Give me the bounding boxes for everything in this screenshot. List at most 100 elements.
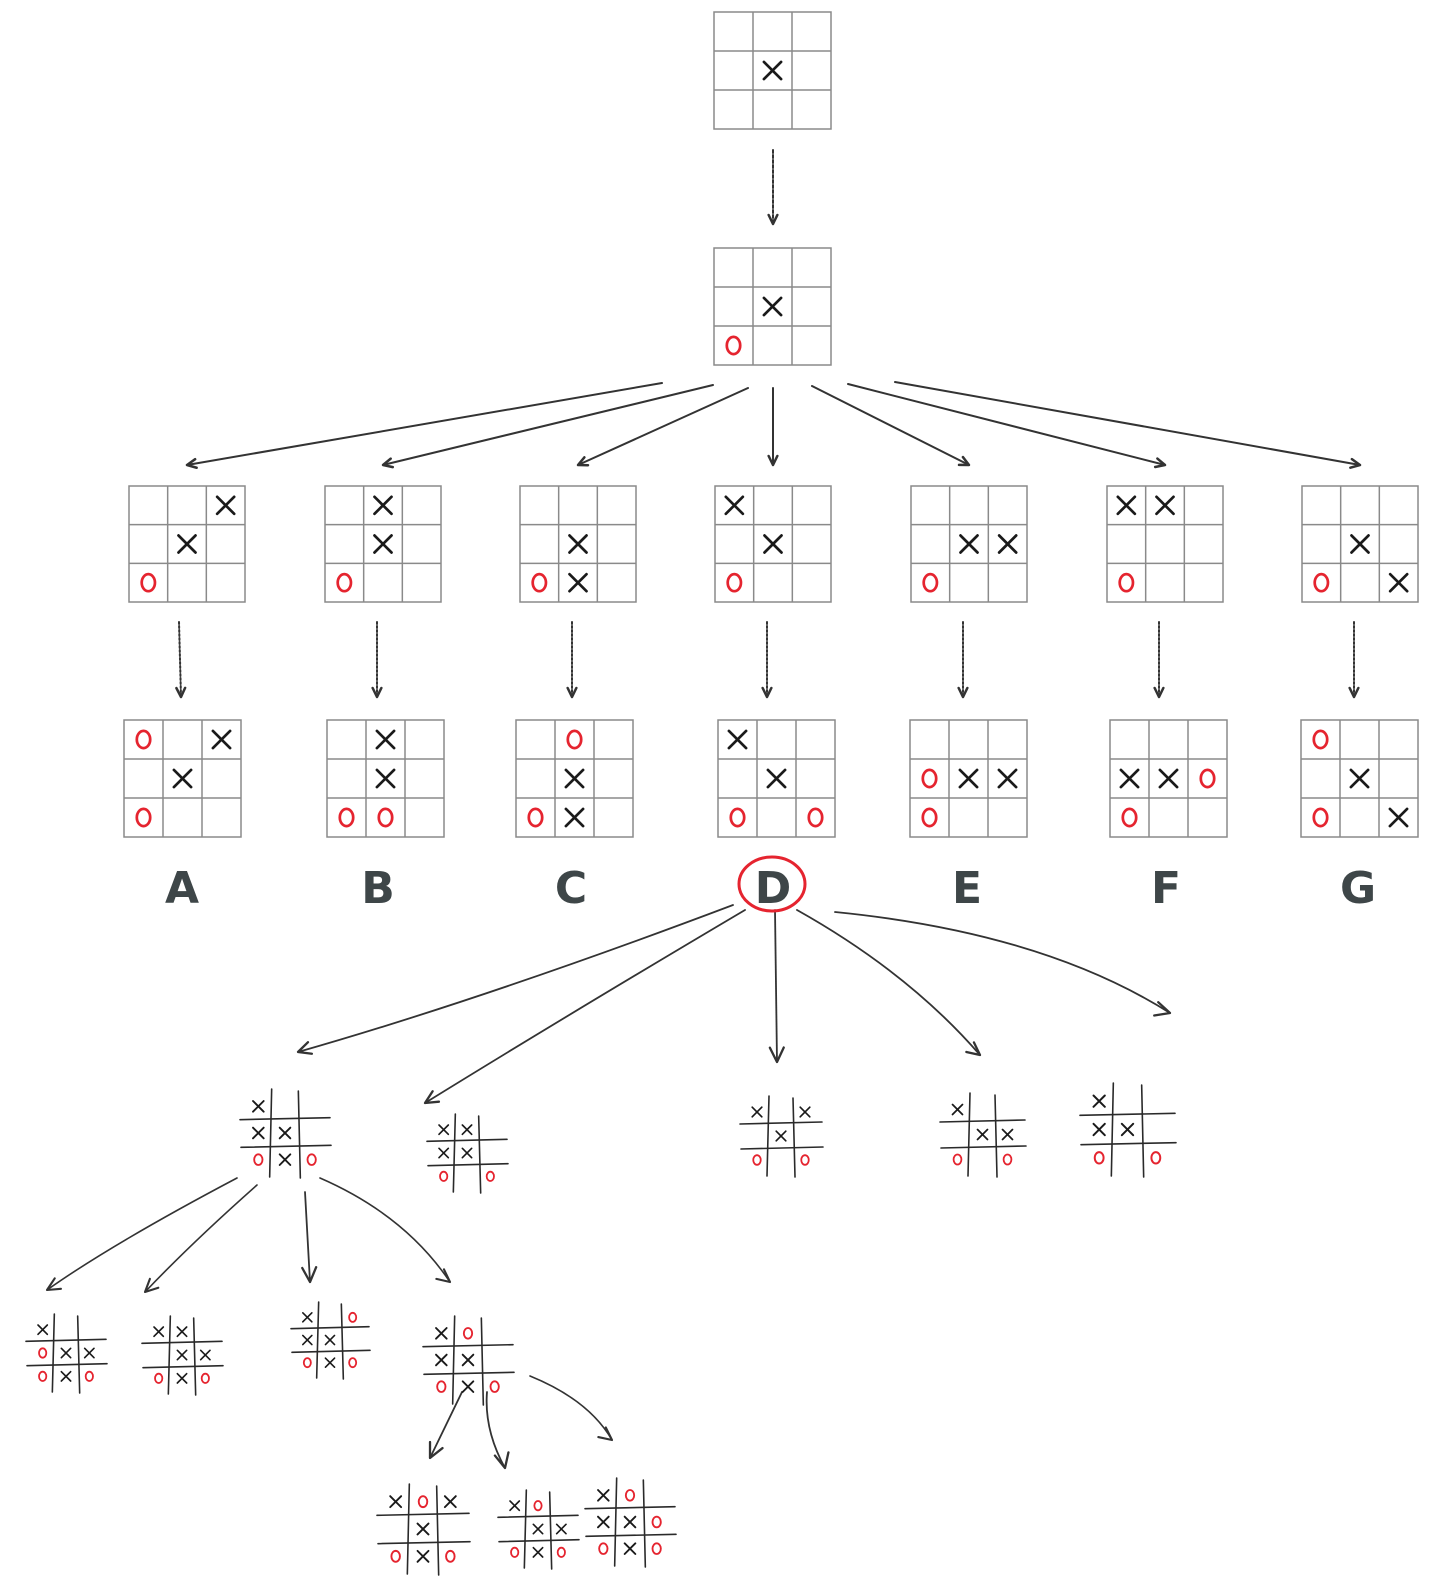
o-mark	[135, 729, 152, 750]
x-mark	[176, 1349, 188, 1361]
edge-d-to-sketch-1	[296, 904, 734, 1055]
o-mark	[1150, 1151, 1162, 1165]
edge-to-branch-e	[811, 385, 971, 467]
o-mark	[135, 807, 152, 828]
x-mark	[375, 768, 396, 789]
edge-sketch1-to-2c	[301, 1191, 318, 1284]
branch-f-o-board	[1109, 719, 1228, 838]
x-mark	[597, 1515, 610, 1529]
o-mark	[436, 1380, 447, 1393]
o-mark	[1121, 807, 1138, 828]
x-mark	[1155, 495, 1175, 516]
x-mark	[416, 1549, 430, 1563]
x-mark	[976, 1128, 989, 1141]
x-mark	[461, 1353, 475, 1367]
x-mark	[153, 1326, 165, 1338]
o-mark	[726, 572, 743, 593]
x-mark	[211, 729, 232, 750]
o-mark	[338, 807, 355, 828]
x-mark	[324, 1357, 336, 1368]
x-mark	[762, 296, 783, 317]
o-mark	[651, 1542, 662, 1555]
o-mark	[200, 1372, 210, 1384]
branch-b-o-board	[326, 719, 445, 838]
x-mark	[416, 1522, 430, 1536]
x-mark	[532, 1546, 544, 1558]
x-mark	[1092, 1094, 1106, 1108]
o-mark	[533, 1500, 543, 1512]
o-mark	[439, 1170, 449, 1182]
x-mark	[278, 1153, 292, 1166]
x-mark	[1001, 1128, 1014, 1141]
x-mark	[375, 729, 396, 750]
tree-edges	[45, 149, 1362, 1470]
o-mark	[462, 1327, 474, 1340]
x-mark	[443, 1495, 457, 1509]
branch-b-x-board	[324, 485, 442, 603]
o-mark	[38, 1347, 48, 1359]
branch-d-x-board	[714, 485, 832, 603]
x-mark	[252, 1126, 265, 1140]
x-mark	[751, 1106, 763, 1118]
o-mark	[1312, 807, 1329, 828]
branch-c-x-board	[519, 485, 637, 603]
x-mark	[724, 495, 745, 516]
o-mark	[348, 1357, 358, 1369]
edge-branch-b-down	[371, 621, 383, 699]
sketch-level2-board-1	[25, 1313, 108, 1394]
edge-sketch1-to-2b	[143, 1184, 258, 1294]
x-mark	[555, 1523, 567, 1535]
branch-f-x-board	[1106, 485, 1224, 603]
x-mark	[951, 1103, 964, 1116]
x-mark	[568, 572, 588, 593]
o-mark	[417, 1495, 429, 1509]
edge-root-to-level1	[767, 149, 779, 226]
x-mark	[199, 1349, 211, 1361]
x-mark	[373, 534, 393, 554]
edge-branch-a-down	[175, 621, 187, 699]
edge-sketch2-to-3c	[529, 1375, 614, 1442]
x-mark	[762, 60, 783, 81]
o-mark	[348, 1311, 358, 1323]
x-mark	[1092, 1122, 1106, 1137]
edge-to-branch-a	[185, 382, 663, 470]
o-mark	[624, 1489, 636, 1502]
x-mark	[959, 534, 979, 554]
root-board	[713, 11, 832, 130]
x-mark	[438, 1124, 450, 1136]
x-mark	[1350, 534, 1370, 554]
o-mark	[485, 1170, 495, 1182]
x-mark	[461, 1380, 475, 1393]
x-mark	[60, 1347, 72, 1359]
x-mark	[564, 768, 585, 789]
x-mark	[172, 768, 193, 789]
o-mark	[729, 807, 746, 828]
x-mark	[623, 1542, 637, 1555]
x-mark	[532, 1523, 544, 1535]
x-mark	[301, 1334, 313, 1346]
o-mark	[1118, 572, 1135, 593]
o-mark	[952, 1153, 963, 1166]
o-mark	[377, 807, 394, 828]
x-mark	[775, 1130, 787, 1142]
edge-d-to-sketch-5	[834, 911, 1172, 1017]
x-mark	[1116, 495, 1137, 516]
x-mark	[1158, 768, 1179, 789]
o-mark	[527, 807, 544, 828]
sketch-level3-board-1	[376, 1483, 471, 1576]
x-mark	[1349, 768, 1370, 789]
x-mark	[997, 534, 1018, 554]
x-mark	[958, 768, 979, 789]
o-mark	[1313, 572, 1330, 593]
branch-label-c: C	[555, 863, 587, 914]
x-mark	[278, 1126, 292, 1140]
branch-label-f: F	[1151, 863, 1181, 914]
x-mark	[215, 495, 236, 516]
o-mark	[651, 1515, 662, 1529]
x-mark	[301, 1312, 313, 1323]
branch-g-x-board	[1301, 485, 1419, 603]
edge-branch-g-down	[1348, 621, 1360, 699]
x-mark	[176, 1326, 188, 1338]
branch-label-a: A	[165, 863, 199, 914]
